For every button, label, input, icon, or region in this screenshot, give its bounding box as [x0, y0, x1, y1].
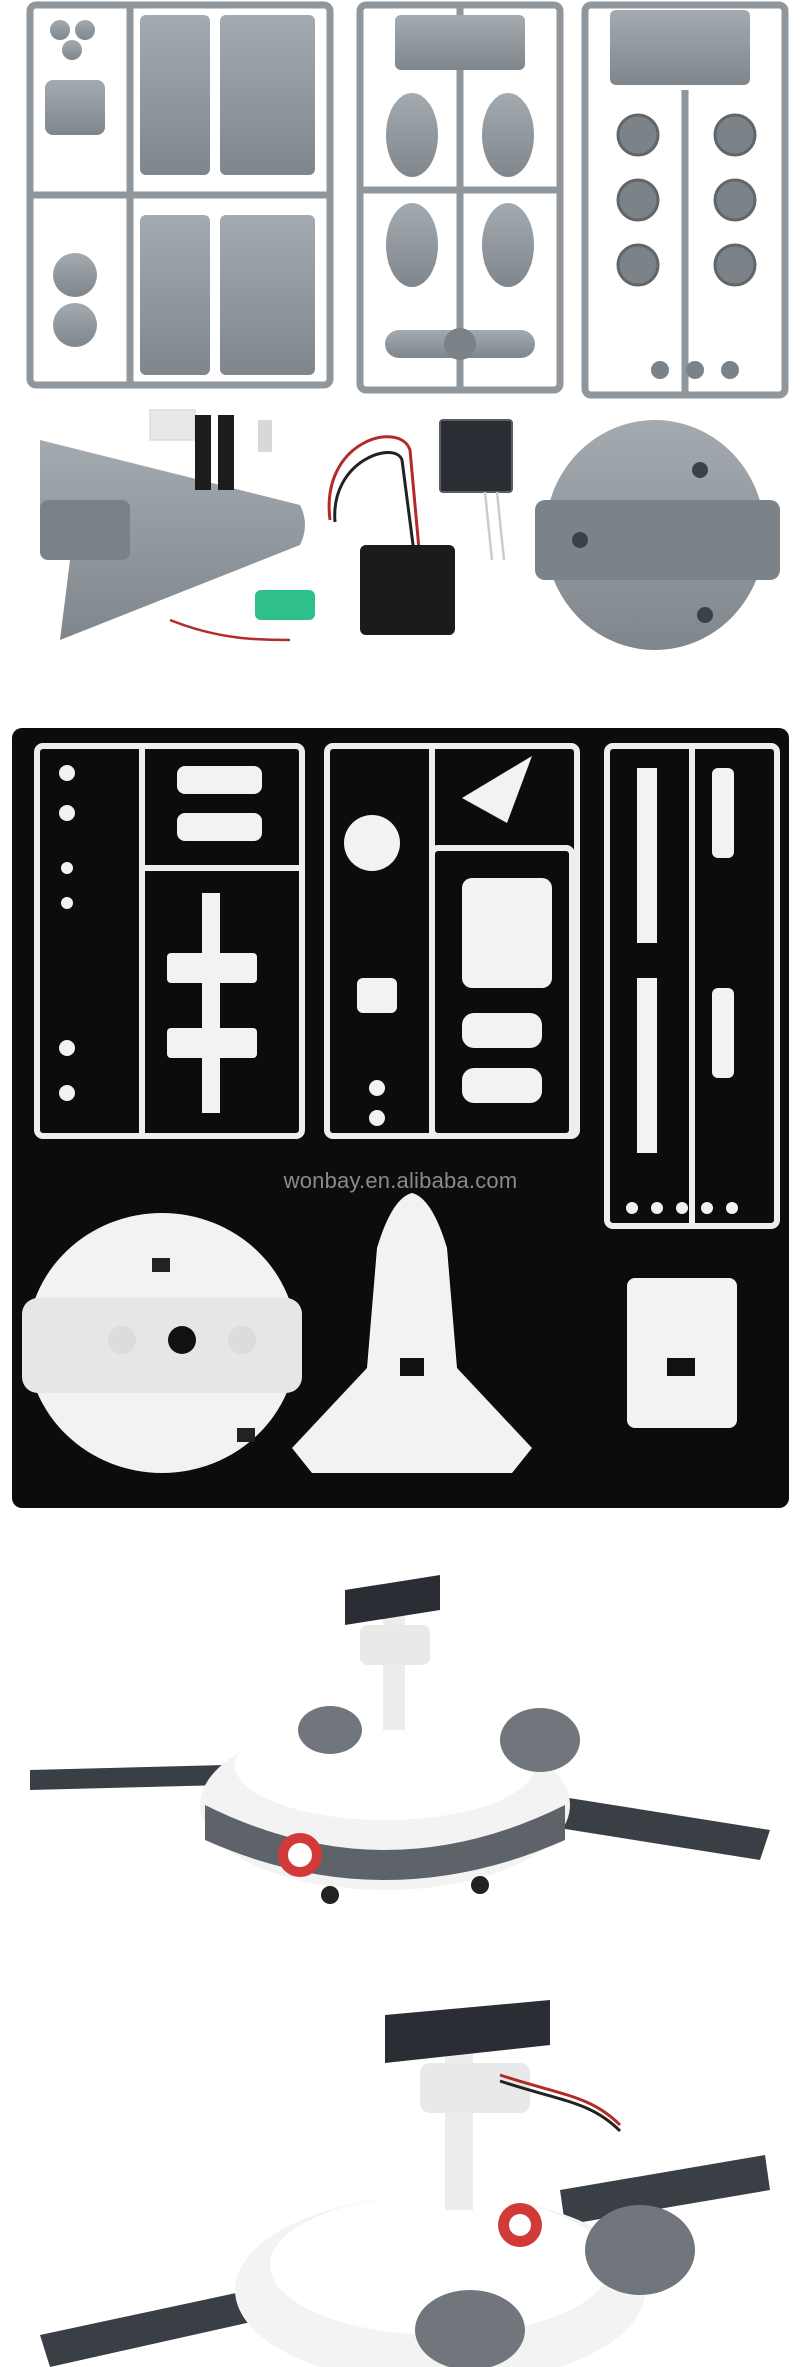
electronics-parts	[169, 419, 513, 642]
sprue-middle-engines	[385, 15, 535, 360]
grey-parts-photo	[0, 0, 801, 700]
white-parts-illustration	[22, 743, 780, 1473]
sprue-left-plates	[45, 15, 315, 375]
left-solar-wing-close	[40, 2290, 260, 2367]
solar-cell	[439, 419, 513, 493]
battery-box	[360, 545, 455, 635]
sprue-frame-left	[26, 1, 334, 389]
white-dome-base	[22, 1213, 302, 1473]
assembled-station-photo-front	[0, 1515, 801, 1945]
white-bracket	[627, 1278, 737, 1428]
right-solar-wing	[540, 1795, 770, 1860]
small-white-pegs	[59, 765, 738, 1214]
right-solar-wing-close	[560, 2155, 770, 2225]
sprue-right-wheels	[610, 10, 757, 379]
top-solar-cell	[345, 1575, 440, 1625]
watermark-text: wonbay.en.alibaba.com	[283, 1168, 518, 1193]
grey-shuttle-part	[40, 440, 305, 640]
white-parts-photo: wonbay.en.alibaba.com	[12, 728, 789, 1508]
station-illustration-close	[40, 2000, 770, 2367]
white-sprue-frames	[34, 743, 780, 1229]
top-solar-cell-close	[385, 2000, 550, 2063]
white-sprue-parts	[167, 756, 734, 1153]
grey-parts-illustration	[26, 1, 789, 650]
sprue-frame-right	[581, 1, 789, 399]
grey-round-base	[535, 420, 780, 650]
assembled-station-photo-close	[0, 1945, 801, 2367]
left-solar-wing	[30, 1765, 225, 1790]
station-illustration-front	[30, 1575, 770, 1904]
small-parts	[149, 409, 315, 620]
white-shuttle	[292, 1193, 532, 1473]
